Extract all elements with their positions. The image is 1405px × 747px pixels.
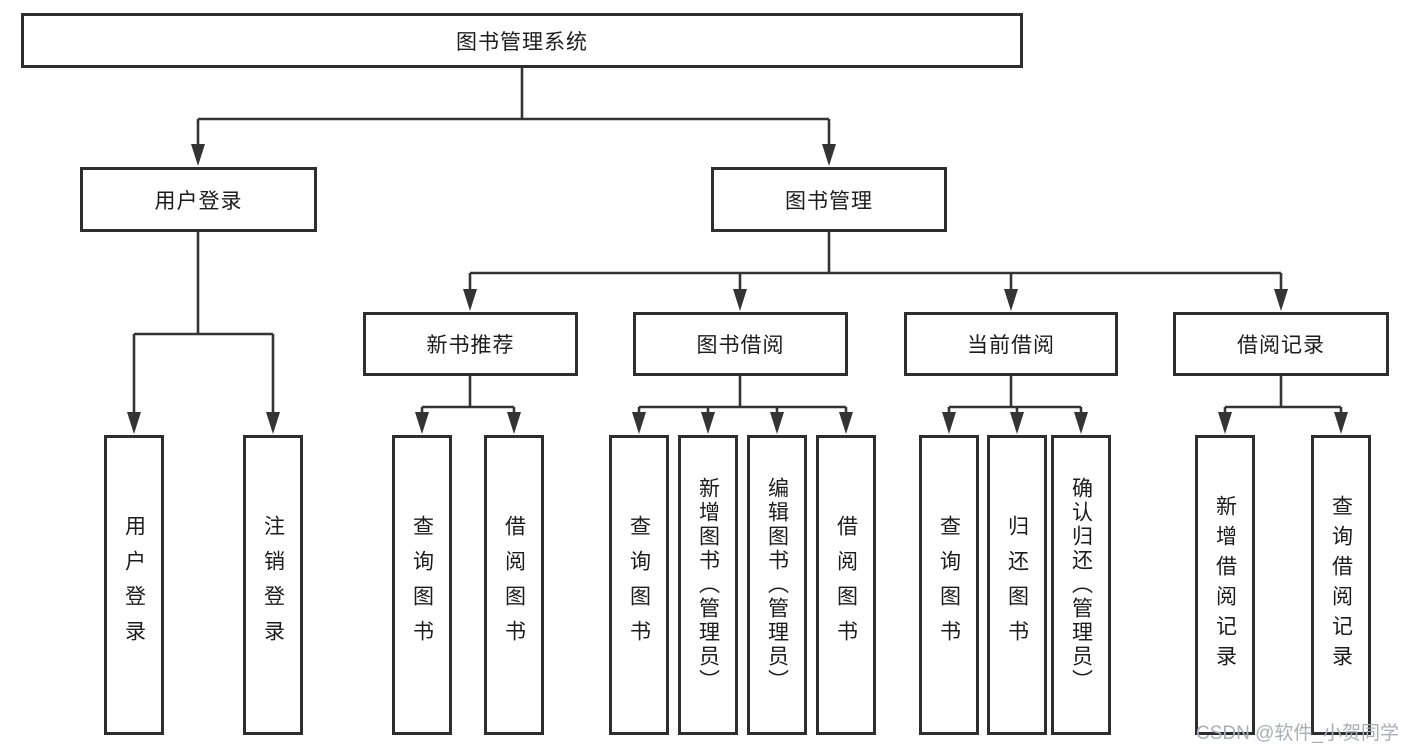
leaf-query-borrow-record: 查询借阅记录 xyxy=(1311,435,1371,735)
leaf-edit-books-admin: 编辑图书（管理员） xyxy=(747,435,807,735)
node-current-borrowing: 当前借阅 xyxy=(904,312,1118,376)
leaf-logout-login: 注销登录 xyxy=(243,435,303,735)
leaf-borrow-books-recommend: 借阅图书 xyxy=(484,435,544,735)
connector-current-borrowing-children xyxy=(947,376,1083,416)
leaf-query-books-recommend: 查询图书 xyxy=(392,435,452,735)
node-book-management: 图书管理 xyxy=(711,167,947,232)
leaf-borrow-books-borrowing: 借阅图书 xyxy=(816,435,876,735)
connector-user-login-children xyxy=(132,232,275,416)
csdn-watermark: CSDN @软件_小贺同学 xyxy=(1196,723,1399,744)
connector-borrowing-records-children xyxy=(1223,376,1343,416)
node-library-management-system: 图书管理系统 xyxy=(21,13,1023,68)
leaf-add-books-admin: 新增图书（管理员） xyxy=(678,435,738,735)
arrowheads xyxy=(127,144,1348,434)
node-new-book-recommendation: 新书推荐 xyxy=(363,312,578,376)
node-borrowing-records: 借阅记录 xyxy=(1173,312,1389,376)
leaf-add-borrow-record: 新增借阅记录 xyxy=(1195,435,1255,735)
connector-root-to-level2 xyxy=(196,68,831,148)
leaf-query-books-current: 查询图书 xyxy=(919,435,979,735)
connector-book-borrowing-children xyxy=(637,376,848,416)
node-book-borrowing: 图书借阅 xyxy=(633,312,848,376)
leaf-query-books-borrowing: 查询图书 xyxy=(609,435,669,735)
leaf-return-books: 归还图书 xyxy=(987,435,1047,735)
node-user-login: 用户登录 xyxy=(80,167,317,232)
connector-book-management-children xyxy=(468,232,1283,293)
leaf-confirm-return-admin: 确认归还（管理员） xyxy=(1051,435,1111,735)
connector-new-book-recommendation-children xyxy=(420,376,516,416)
leaf-user-login: 用户登录 xyxy=(104,435,164,735)
